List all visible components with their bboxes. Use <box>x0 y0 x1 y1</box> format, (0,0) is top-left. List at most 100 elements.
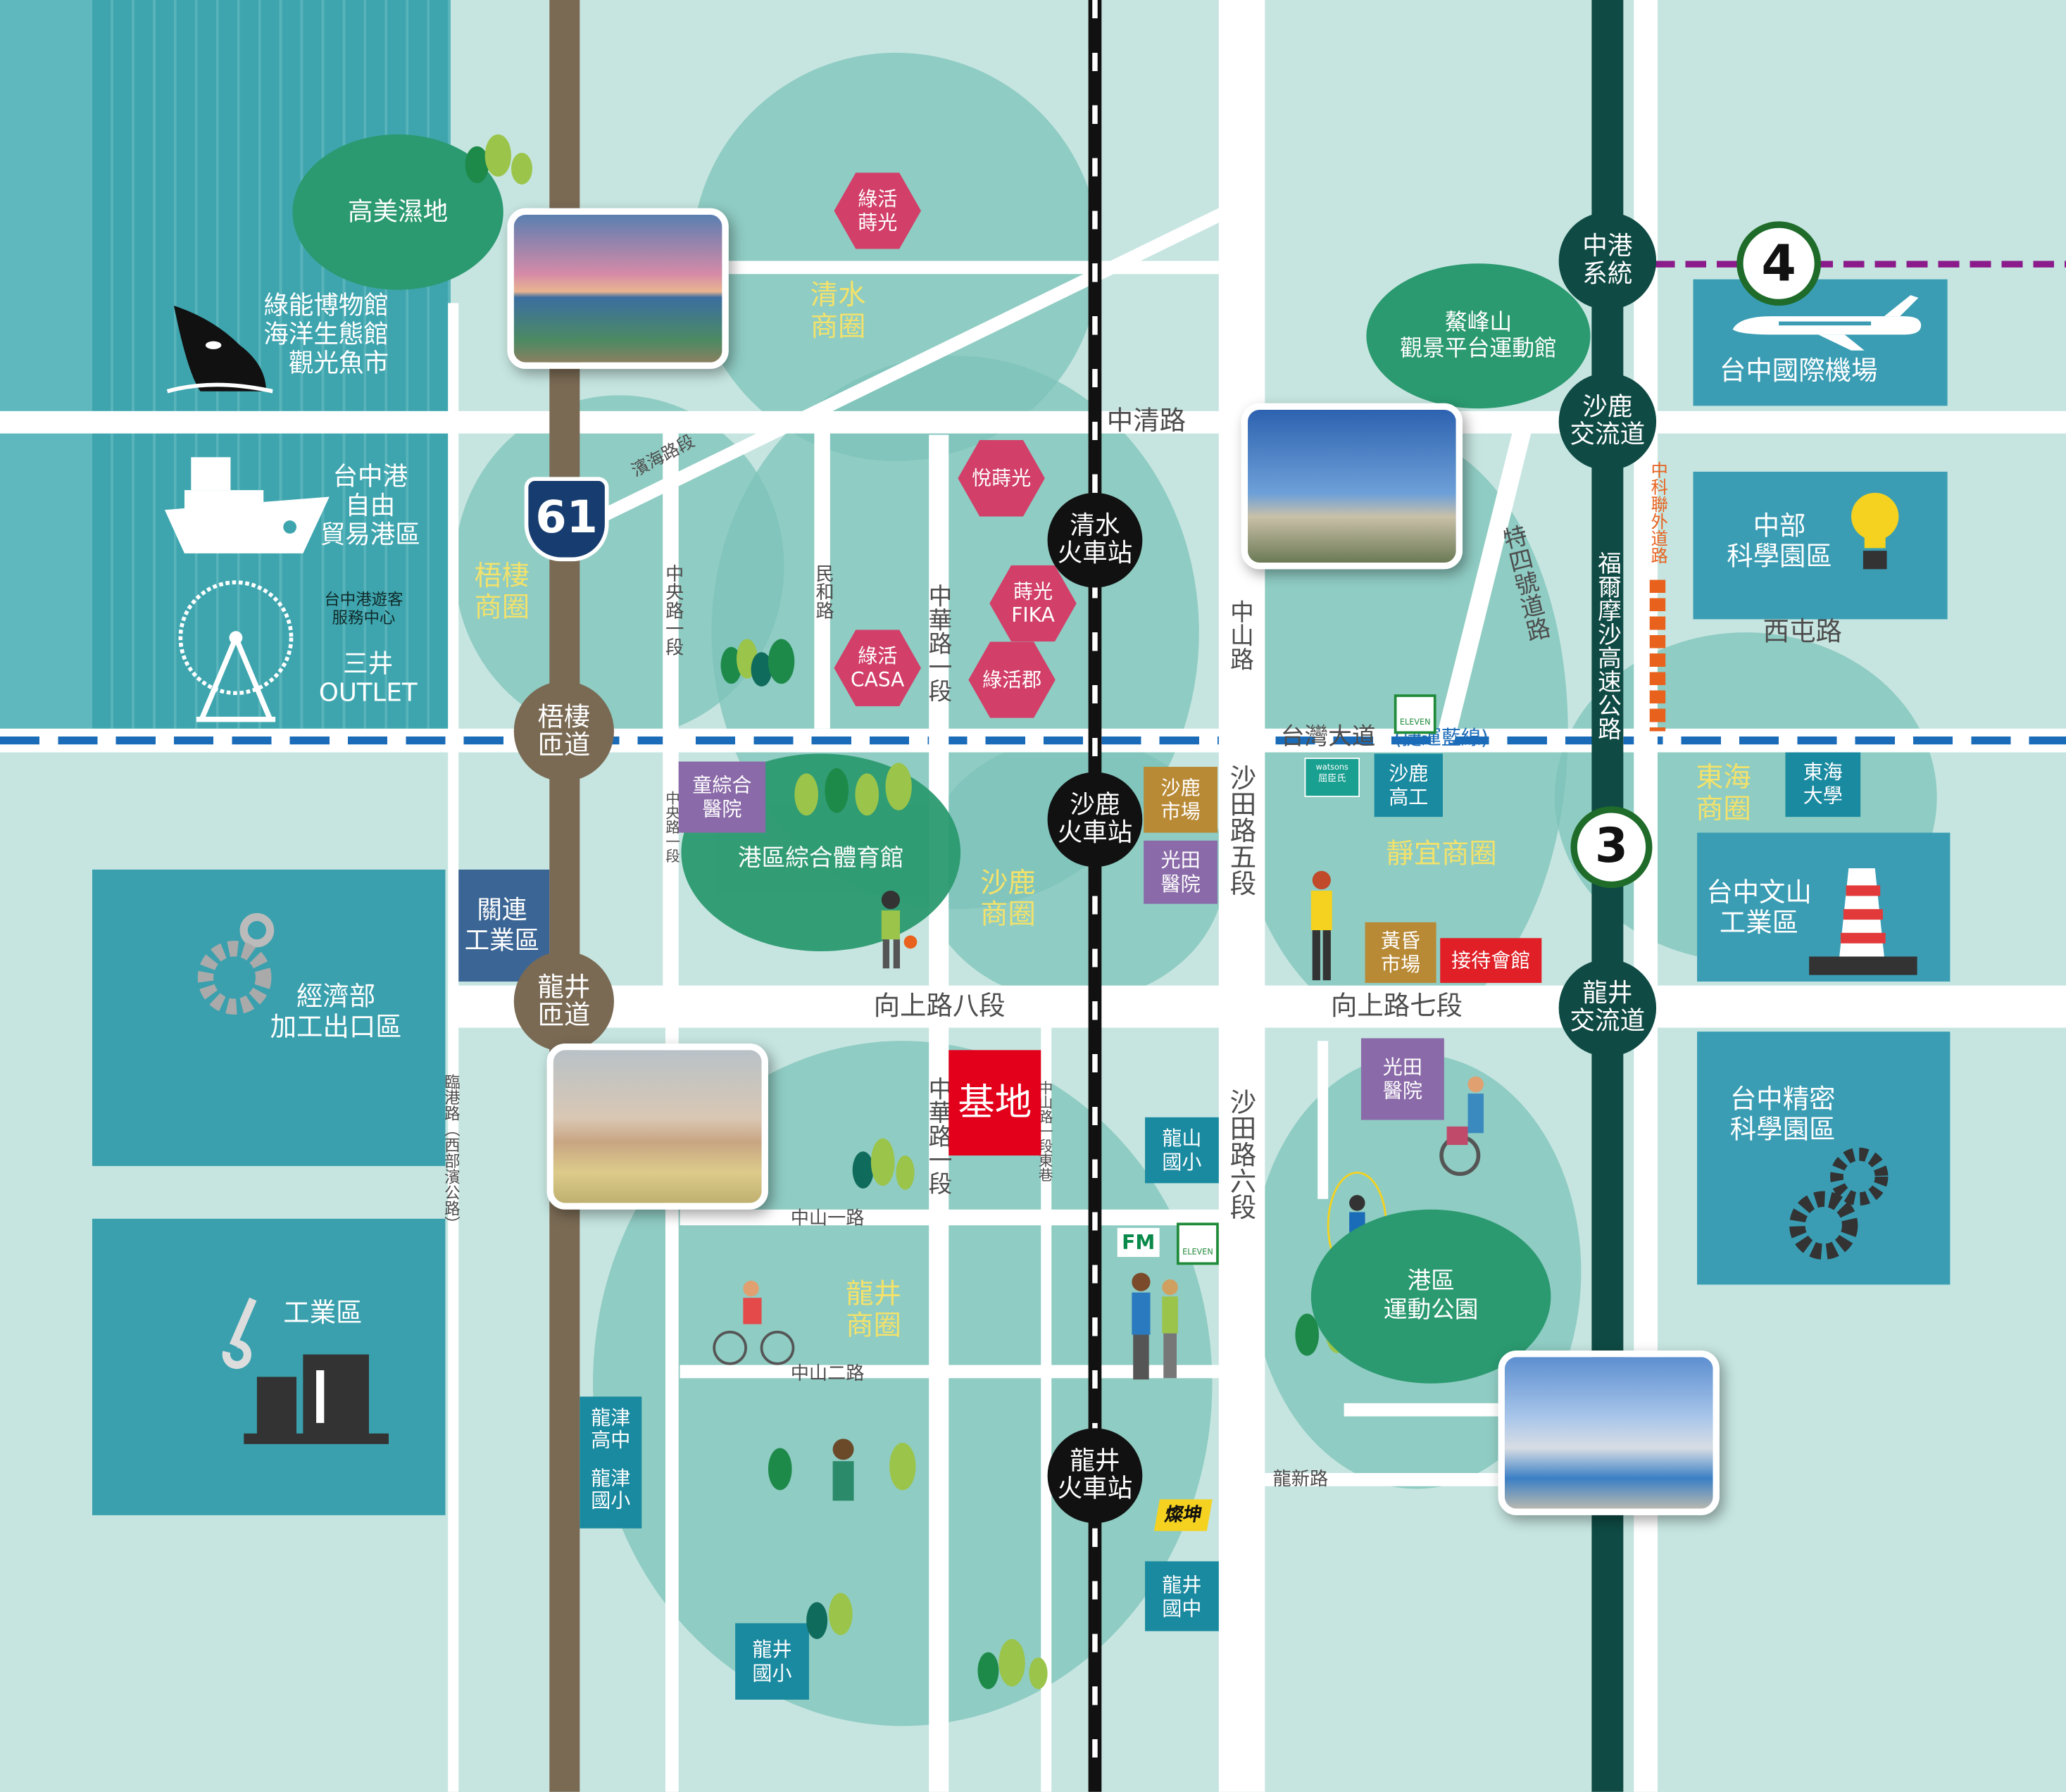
watsons-logo: watsons 屈臣氏 <box>1304 757 1360 798</box>
sea-area-deep <box>92 0 451 732</box>
interchange-zhonggang[interactable]: 中港 系統 <box>1558 212 1657 310</box>
tree-icon <box>720 639 795 687</box>
ctsp-box: 中部 科學園區 <box>1693 471 1948 620</box>
road-zhongshan-2 <box>680 1365 1220 1379</box>
road-right-branch <box>1317 1041 1329 1199</box>
road-zhongyang-s <box>665 751 679 1792</box>
longjing-elem-box: 龍井 國小 <box>735 1623 809 1700</box>
road-label-taiwan-blvd: 台灣大道 <box>1280 723 1376 751</box>
ramp-longjing[interactable]: 龍井 匝道 <box>513 951 614 1052</box>
district-tunghai: 東海 商圈 <box>1696 761 1751 825</box>
lightbulb-icon <box>1851 492 1899 570</box>
tree-icon <box>852 1138 915 1190</box>
sports-park-photo <box>1498 1350 1720 1515</box>
precision-park-box: 台中精密 科學園區 <box>1697 1032 1951 1285</box>
lighthouse-icon <box>1809 868 1917 975</box>
tree-icon <box>806 1593 853 1639</box>
road-zhonghua <box>929 434 949 1792</box>
road-label-zhongyang1: 中央路一段 <box>663 563 684 656</box>
epz-label: 經濟部 加工出口區 <box>270 980 402 1043</box>
road-label-zhonghua1: 中華路一段 <box>924 583 953 703</box>
xitun-road-label: 西屯路 <box>1763 615 1842 647</box>
road-label-zhongke: 中科聯外道路 <box>1646 460 1667 564</box>
airport-box: 台中國際機場 <box>1693 279 1948 406</box>
shalu-market-box: 沙鹿 市場 <box>1144 767 1217 833</box>
seven-eleven-logo-2: ELEVEN <box>1176 1222 1219 1265</box>
ship-icon <box>164 457 330 553</box>
road-label-shatian5: 沙田路五段 <box>1225 764 1258 896</box>
station-shalu[interactable]: 沙鹿 火車站 <box>1047 772 1143 867</box>
port-label: 台中港 自由 貿易港區 <box>320 462 420 549</box>
road-label-zhongyang1b: 中央路一段 <box>663 790 681 863</box>
road-label-zhongshan2: 中山二路 <box>790 1363 865 1385</box>
tree-icon <box>794 763 912 816</box>
mrt-blue-line <box>0 737 2066 745</box>
wrench-icon <box>222 1297 257 1370</box>
kuangtien-hospital-box: 光田 醫院 <box>1144 840 1217 904</box>
kuangtien-hospital-2-box: 光田 醫院 <box>1360 1038 1444 1120</box>
wheelchair-icon <box>1439 1076 1484 1177</box>
road-label-freeway3: 福爾摩沙高速公路 <box>1594 551 1622 741</box>
airplane-icon <box>1732 295 1922 351</box>
sports-hall-photo <box>546 1043 768 1210</box>
freeway-4-line <box>1653 261 2066 268</box>
dusk-market-box: 黃昏 市場 <box>1365 922 1436 983</box>
familymart-logo: FM <box>1117 1227 1160 1258</box>
road-label-lingang: 臨港路（西部濱公路） <box>442 1074 461 1232</box>
seven-eleven-text: ELEVEN <box>1182 1248 1213 1258</box>
tree-icon <box>465 134 532 184</box>
gears-icon <box>197 913 275 1015</box>
site-marker[interactable]: 基地 <box>949 1050 1041 1156</box>
tree-icon <box>768 1439 916 1501</box>
basketball-kid-icon <box>881 890 918 969</box>
district-wuqi: 梧棲 商圈 <box>474 560 530 624</box>
road-zhongshan-1 <box>680 1209 1220 1226</box>
road-west-coast <box>448 303 459 1792</box>
tung-hospital-box: 童綜合 醫院 <box>678 761 766 833</box>
sea-area <box>0 0 92 732</box>
ramp-wuqi[interactable]: 梧棲 匝道 <box>513 681 614 782</box>
tree-icon <box>977 1639 1048 1689</box>
seven-eleven-logo: ELEVEN <box>1394 694 1436 734</box>
zhongke-road-line <box>1649 579 1666 732</box>
road-label-xiangshang7: 向上路七段 <box>1330 989 1463 1022</box>
road-minhe <box>814 432 830 729</box>
family-icon <box>1132 1272 1178 1380</box>
road-label-shatian6: 沙田路六段 <box>1225 1088 1258 1220</box>
station-longjing[interactable]: 龍井 火車站 <box>1047 1428 1143 1524</box>
seven-eleven-text: ELEVEN <box>1399 718 1431 727</box>
railway-dashes <box>1092 0 1098 1792</box>
district-longjing: 龍井 商圈 <box>846 1278 901 1342</box>
airport-label: 台中國際機場 <box>1719 354 1878 387</box>
road-label-zhongqing: 中清路 <box>1106 404 1187 437</box>
road-zhongqing <box>0 411 2066 434</box>
wenshan-label: 台中文山 工業區 <box>1706 876 1812 939</box>
freeway-3-badge: 3 <box>1570 806 1653 889</box>
ferris-wheel-icon <box>178 580 294 722</box>
tunghai-univ-box: 東海 大學 <box>1785 751 1861 817</box>
station-qingshui[interactable]: 清水 火車站 <box>1047 492 1143 588</box>
epz-box: 經濟部 加工出口區 <box>92 869 446 1167</box>
road-label-minhe: 民和路 <box>813 563 834 620</box>
interchange-shalu[interactable]: 沙鹿 交流道 <box>1558 372 1657 471</box>
district-qingshui: 清水 商圈 <box>810 279 866 343</box>
aofeng-photo <box>1241 403 1463 570</box>
road-label-zhonghua1b: 中華路一段 <box>924 1076 953 1196</box>
outlet-label: 三井 OUTLET <box>318 649 418 708</box>
orca-icon <box>166 306 273 394</box>
industrial-label: 工業區 <box>283 1296 363 1329</box>
aofeng-bubble: 鰲峰山 觀景平台運動館 <box>1366 263 1591 409</box>
factory-icon <box>244 1354 389 1444</box>
sports-hall-bubble: 港區綜合體育館 <box>681 753 961 952</box>
cyclist-icon <box>713 1280 795 1365</box>
longjing-junior-box: 龍井 國中 <box>1145 1561 1219 1631</box>
watsons-cn-text: 屈臣氏 <box>1318 773 1346 784</box>
tsannkuen-logo: 燦坤 <box>1153 1499 1213 1531</box>
interchange-longjing[interactable]: 龍井 交流道 <box>1558 959 1657 1057</box>
museum-label: 綠能博物館 海洋生態館 觀光魚市 <box>263 291 389 378</box>
reception-center-button[interactable]: 接待會館 <box>1440 938 1542 983</box>
visitor-center-label: 台中港遊客 服務中心 <box>324 590 403 627</box>
longjin-schools-box: 龍津 高中 龍津 國小 <box>580 1396 642 1529</box>
road-right-lower <box>1344 1403 1503 1417</box>
